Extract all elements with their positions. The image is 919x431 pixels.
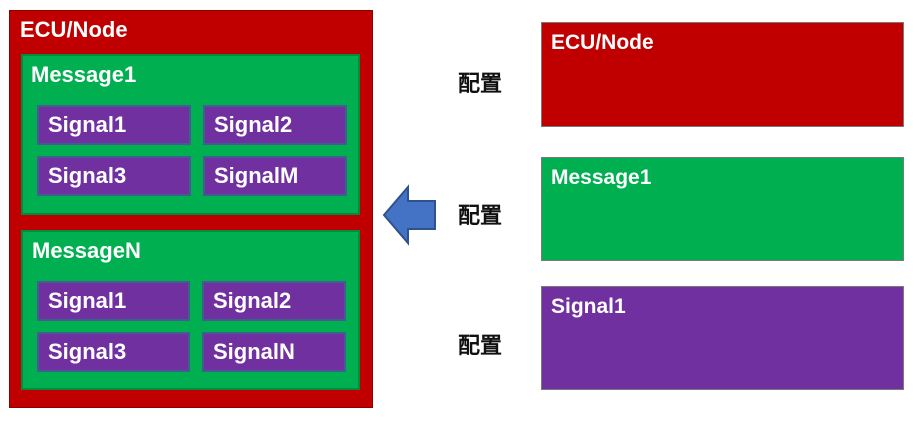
ecu-node-label: ECU/Node (20, 17, 128, 42)
messagen-label: MessageN (32, 238, 141, 263)
config-label-message: 配置 (458, 204, 503, 229)
config-label-ecu: 配置 (458, 72, 503, 97)
config-panel-signal-label: Signal1 (551, 295, 626, 318)
messagen-signal2: Signal2 (202, 281, 346, 321)
config-panel-signal: Signal1 (541, 286, 904, 390)
messagen-signal1: Signal1 (37, 281, 190, 321)
config-label-signal: 配置 (458, 334, 503, 359)
config-panel-message-label: Message1 (551, 166, 652, 189)
config-panel-ecu: ECU/Node (541, 22, 904, 127)
message1-signalm: SignalM (203, 156, 347, 196)
message1-signal2: Signal2 (203, 105, 347, 145)
message1-signal1: Signal1 (37, 105, 191, 145)
arrow-left-icon (382, 184, 436, 246)
messagen-signaln: SignalN (202, 332, 346, 372)
message1-label: Message1 (31, 62, 137, 87)
message1-signal3: Signal3 (37, 156, 191, 196)
config-panel-ecu-label: ECU/Node (551, 31, 654, 54)
messagen-signal3: Signal3 (37, 332, 190, 372)
config-panel-message: Message1 (541, 157, 904, 261)
